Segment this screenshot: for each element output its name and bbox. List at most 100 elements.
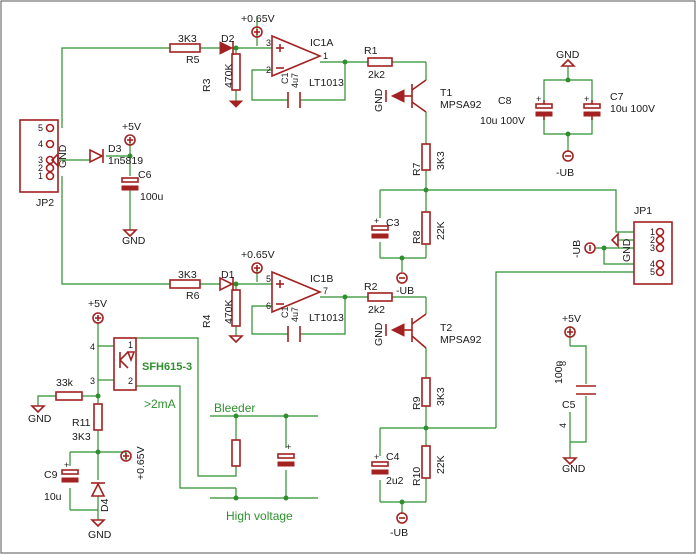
labels: 3K3 R5 D2 R3 470K +0.65V 3 2 1 IC1A LT10… [28,13,655,541]
capacitor-c9 [61,469,79,483]
jp1-pin3: 3 [650,243,655,253]
c9-plus: + [64,460,69,470]
r33k-label: 33k [56,377,74,389]
connector-jp2 [19,119,59,193]
gnd-c5-symbol [562,457,578,466]
r10-value: 22K [435,455,447,474]
c5-value: 100n [553,360,565,384]
jp1-pin5: 5 [650,267,655,277]
r11-name: R11 [72,417,91,429]
ub-bottom-label: -UB [390,527,408,539]
c1b-name: C1 [280,306,290,318]
r6-name: R6 [186,290,200,302]
resistor-r1 [367,57,393,67]
capacitor-c6 [121,177,139,191]
opto-name: SFH615-3 [142,361,192,373]
d2-label: D2 [221,33,235,45]
r11-value: 3K3 [72,431,91,443]
vcc5-c6-label: +5V [122,121,141,133]
c7-name: C7 [610,91,624,103]
resistor-r11 [93,403,103,431]
gnd-c78-label: GND [556,49,580,61]
d3-value: 1n5819 [108,155,143,167]
gnd-c5-label: GND [562,463,586,475]
opto-pin3: 3 [90,376,95,386]
capacitor-c1-top [287,92,301,108]
vcc-065-bottom-symbol [120,450,132,462]
c5-pin8: 8 [558,361,568,366]
capacitor-c4 [371,461,389,475]
jp1-pin2: 2 [650,235,655,245]
ic1b-pin7: 7 [323,286,328,296]
d3-name: D3 [108,143,122,155]
jp2-pin2: 2 [38,163,43,173]
ic1a-pin1: 1 [323,51,328,61]
diode-d4 [90,482,106,497]
r5-value: 3K3 [178,33,197,45]
c6-value: 100u [140,191,164,203]
c7-value: 10u 100V [610,103,655,115]
vcc-065-top-label: +0.65V [241,13,275,25]
c3-label: C3 [386,217,400,229]
ub-mid-symbol [396,272,408,284]
vcc-065-mid-label: +0.65V [241,249,275,261]
c5-name: C5 [562,399,576,411]
transistor-t2 [385,313,427,349]
c4-name: C4 [386,451,400,463]
r5-name: R5 [186,54,200,66]
opto-pin2: 2 [128,376,133,386]
bleeder-resistor [231,439,241,467]
capacitor-c3 [371,225,389,239]
capacitor-c8 [535,100,553,120]
r1-value: 2k2 [368,69,385,81]
r9-name: R9 [411,396,423,410]
vcc-065-bottom-label: +0.65V [135,446,147,480]
opamp-ic1a [271,34,323,78]
vcc5-c5-label: +5V [562,313,581,325]
t1-name: T1 [440,87,452,99]
ic1a-type: LT1013 [309,77,344,89]
ic1b-pin5: 5 [266,274,271,284]
diode-d2 [219,41,234,55]
transistor-t1 [385,79,427,113]
c6-name: C6 [138,169,152,181]
d4-label: D4 [99,498,111,512]
opamp-ic1b [271,270,323,314]
diode-d1 [219,276,234,292]
c8-name: C8 [498,95,512,107]
gnd-c6-label: GND [122,235,146,247]
diode-d3 [89,148,104,164]
junctions [95,45,607,505]
opto-pin4: 4 [90,342,95,352]
capacitor-c5 [576,385,596,395]
high-voltage-label: High voltage [226,509,293,523]
gnd-opto-symbol [30,405,46,414]
ub-c78-label: -UB [556,167,574,179]
r1-name: R1 [364,45,378,57]
capacitor-c7 [583,100,601,120]
t2-type: MPSA92 [440,334,482,346]
wires [37,16,634,520]
resistor-r8 [421,211,431,245]
resistor-r2 [367,292,393,302]
t2-name: T2 [440,322,452,334]
resistor-r7 [421,143,431,171]
vcc-065-top-symbol [251,26,263,38]
r2-value: 2k2 [368,304,385,316]
r8-value: 22K [435,221,447,240]
resistor-r3 [231,53,241,91]
r4-value: 470K [223,299,235,324]
jp2-pin3: 3 [38,155,43,165]
jp2-pin1: 1 [38,171,43,181]
r6-value: 3K3 [178,269,197,281]
c7-plus: + [584,94,589,104]
resistor-33k [55,391,83,401]
r3-name: R3 [201,78,213,92]
resistor-r5 [169,43,201,53]
vcc5-opto-label: +5V [88,298,107,310]
ic1b-type: LT1013 [309,312,344,324]
resistor-r9 [421,377,431,407]
